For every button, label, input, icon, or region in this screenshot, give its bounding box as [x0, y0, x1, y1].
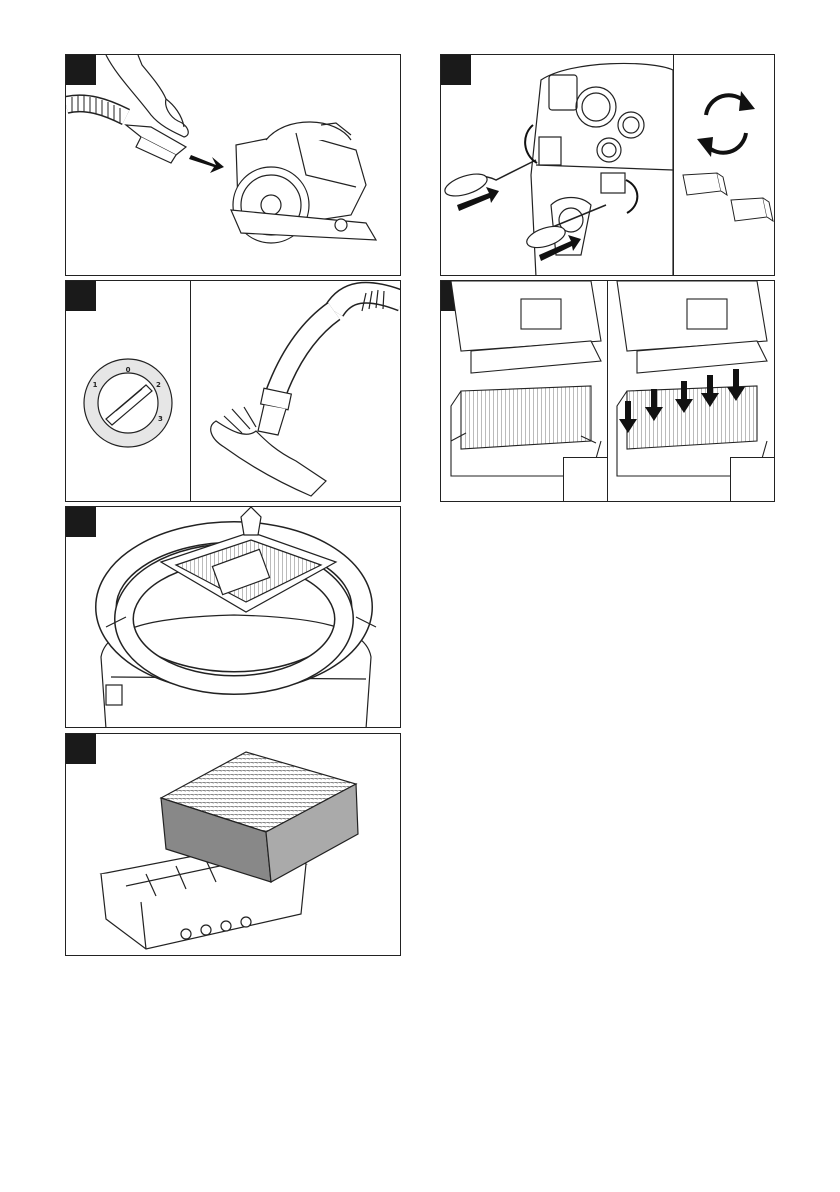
dial-label-1: 1 [93, 381, 98, 389]
cycle-arrows-icon [697, 91, 755, 157]
figure-panel-4 [65, 733, 401, 956]
figure-6-corner-box-left [563, 457, 607, 501]
figure-panel-6 [440, 280, 775, 502]
figure-panel-2: 0 1 2 3 [65, 280, 401, 502]
figure-5-illustration [441, 55, 775, 276]
figure-panel-5 [440, 54, 775, 276]
suction-dial: 0 1 2 3 [84, 359, 172, 447]
figure-2-illustration: 0 1 2 3 [66, 281, 401, 502]
figure-4-illustration [66, 734, 401, 956]
figure-1-illustration [66, 55, 401, 276]
figure-panel-3 [65, 506, 401, 728]
dial-label-0: 0 [126, 366, 131, 374]
dial-label-2: 2 [156, 381, 161, 389]
figure-panel-1 [65, 54, 401, 276]
figure-6-corner-box-right [730, 457, 774, 501]
arrow-icon [189, 155, 224, 173]
dial-label-3: 3 [158, 415, 163, 423]
figure-6-illustration [441, 281, 775, 502]
figure-3-illustration [66, 507, 401, 728]
